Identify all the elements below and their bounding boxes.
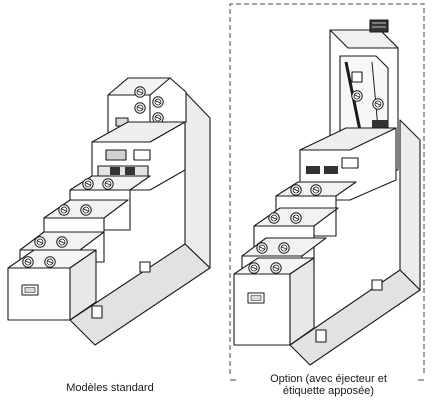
option-socket-drawing xyxy=(233,19,421,366)
caption-option-models: Option (avec éjecteur et étiquette appos… xyxy=(236,373,421,397)
caption-standard-models: Modèles standard xyxy=(66,382,154,394)
caption-option-line2: étiquette apposée) xyxy=(282,385,375,397)
caption-option-line1: Option (avec éjecteur et xyxy=(270,373,387,385)
option-dashed-frame xyxy=(229,3,425,374)
standard-socket-drawing xyxy=(7,77,211,346)
